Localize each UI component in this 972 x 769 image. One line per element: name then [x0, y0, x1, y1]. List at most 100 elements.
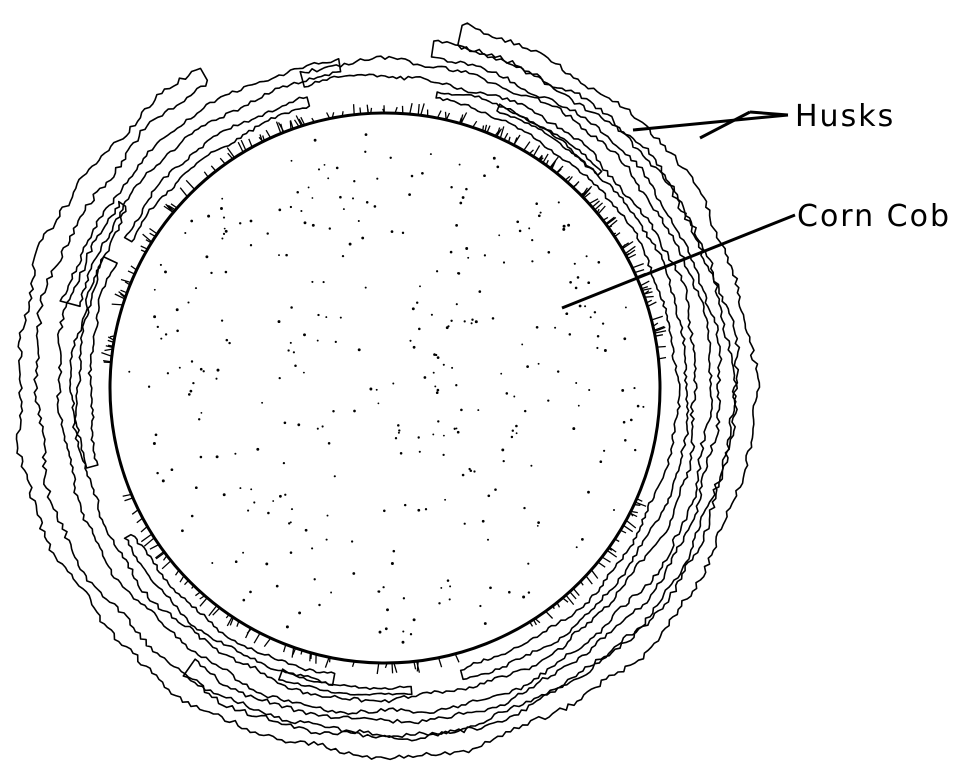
cob-texture-dot	[572, 427, 575, 430]
cob-texture-dot	[508, 591, 511, 594]
cob-texture-dot	[326, 539, 328, 541]
cob-bristle	[264, 638, 270, 647]
cob-texture-dot	[322, 425, 324, 427]
cob-texture-dot	[353, 180, 355, 182]
cob-texture-dot	[487, 494, 490, 497]
cob-bristle	[131, 266, 137, 270]
cob-bristle	[310, 653, 311, 662]
cob-bristle	[634, 505, 640, 506]
cob-bristle	[162, 561, 171, 569]
cob-texture-dot	[413, 346, 416, 349]
cob-texture-dot	[239, 222, 241, 224]
corn-cob-label: Corn Cob	[797, 199, 951, 234]
cob-texture-dot	[459, 164, 461, 166]
cob-texture-dot	[433, 353, 436, 356]
cob-bristle	[657, 347, 666, 348]
cob-texture-dot	[329, 227, 331, 229]
cob-texture-dot	[210, 272, 212, 274]
cob-texture-dot	[493, 157, 496, 160]
cob-texture-dot	[221, 238, 223, 240]
cob-bristle	[598, 562, 605, 567]
cob-bristle	[563, 598, 568, 602]
cob-bristle	[180, 576, 184, 583]
cob-texture-dot	[516, 220, 519, 223]
cob-texture-dot	[411, 175, 414, 178]
cob-bristle	[546, 611, 553, 618]
cob-texture-dot	[223, 217, 225, 219]
cob-texture-dot	[200, 412, 202, 414]
cob-bristle	[176, 570, 180, 575]
cob-texture-dot	[450, 186, 452, 188]
cob-texture-dot	[290, 521, 292, 523]
cob-texture-dot	[239, 487, 241, 489]
cob-bristle	[455, 654, 459, 662]
cob-bristle	[377, 663, 379, 674]
cob-bristle	[487, 126, 490, 133]
cob-bristle	[417, 661, 418, 671]
cob-texture-dot	[547, 399, 549, 401]
cob-texture-dot	[253, 501, 255, 503]
cob-texture-dot	[431, 314, 433, 316]
cob-texture-dot	[293, 351, 295, 353]
cob-texture-dot	[184, 232, 186, 234]
cob-texture-dot	[265, 562, 268, 565]
cob-texture-dot	[574, 263, 576, 265]
cob-texture-dot	[290, 306, 293, 309]
husk-layer	[279, 669, 412, 695]
cob-bristle	[640, 281, 649, 286]
cob-texture-dot	[587, 281, 590, 284]
cob-texture-dot	[621, 389, 624, 392]
cob-bristles	[101, 103, 666, 674]
cob-texture-dot	[478, 290, 481, 293]
cob-texture-dot	[416, 301, 418, 303]
cob-bristle	[500, 126, 504, 138]
cob-texture-dot	[511, 436, 513, 438]
cob-texture-dot	[391, 230, 394, 233]
cob-texture-dot	[192, 382, 194, 384]
cob-bristle	[220, 158, 225, 164]
cob-texture-dot	[304, 221, 307, 224]
cob-texture-dot	[450, 320, 452, 322]
cob-texture-dot	[303, 333, 306, 336]
cob-texture-dot	[156, 472, 158, 474]
cob-texture-dot	[418, 328, 421, 331]
cob-texture-dot	[364, 151, 366, 153]
cob-texture-dot	[351, 540, 353, 542]
cob-bristle	[635, 502, 646, 506]
cob-texture-dot	[165, 333, 167, 335]
cob-texture-dot	[450, 251, 453, 254]
cob-bristle	[192, 586, 194, 589]
cob-texture-dot	[528, 591, 530, 593]
cob-texture-dot	[437, 389, 440, 392]
cob-texture-dot	[250, 488, 252, 490]
cob-texture-dot	[566, 312, 569, 315]
cob-texture-dot	[642, 406, 644, 408]
cob-texture-dot	[261, 402, 263, 404]
cob-bristle	[128, 271, 135, 274]
cob-texture-dot	[444, 499, 446, 501]
cob-texture-dot	[221, 319, 223, 321]
cob-texture-dot	[284, 494, 286, 496]
cob-texture-dot	[569, 281, 572, 284]
cob-texture-dot	[590, 316, 592, 318]
husk-layer	[17, 23, 760, 759]
cob-texture-dot	[483, 174, 486, 177]
cob-texture-dot	[242, 552, 244, 554]
cob-texture-dot	[343, 208, 345, 210]
cob-texture-dot	[303, 372, 305, 374]
cob-texture-dot	[352, 572, 355, 575]
cob-texture-dot	[412, 307, 415, 310]
cob-texture-dot	[465, 188, 468, 191]
cob-texture-dot	[434, 385, 436, 387]
cob-bristle	[311, 653, 312, 659]
cob-texture-dot	[318, 604, 320, 606]
cob-bristle	[623, 525, 632, 531]
cob-texture-dot	[300, 210, 302, 212]
cob-texture-dot	[523, 507, 525, 509]
cob-texture-dot	[454, 428, 456, 430]
cob-texture-dot	[216, 455, 219, 458]
cob-bristle	[123, 494, 132, 496]
cob-texture-dot	[398, 432, 400, 434]
cob-texture-dot	[250, 244, 252, 246]
cob-texture-dot	[578, 405, 580, 407]
